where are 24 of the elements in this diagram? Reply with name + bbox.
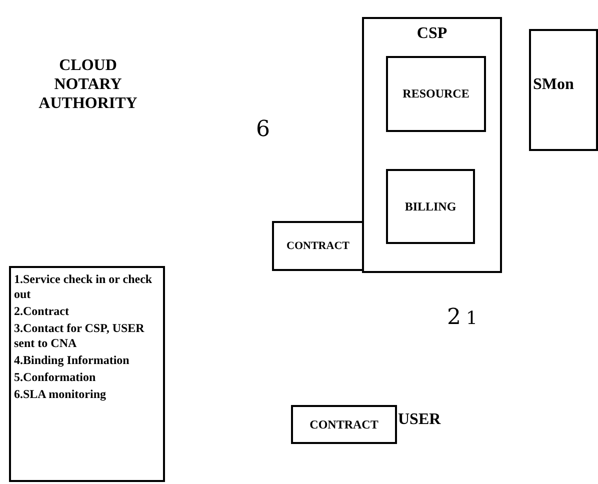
list-item: 2.Contract bbox=[14, 304, 70, 319]
box-label: CONTRACT bbox=[286, 240, 350, 252]
list-item: 5.Conformation bbox=[14, 370, 97, 385]
step-number: 1 bbox=[466, 308, 478, 329]
step-number: 2 bbox=[447, 305, 461, 330]
container-box bbox=[362, 17, 502, 273]
box-label: RESOURCE bbox=[402, 86, 470, 102]
entity-label: USER bbox=[398, 411, 441, 429]
process-box bbox=[386, 56, 486, 132]
list-item: 1.Service check in or check out bbox=[14, 272, 154, 302]
box-label: SMon bbox=[533, 76, 574, 94]
list-box bbox=[9, 266, 165, 482]
box-title: CSP bbox=[416, 25, 448, 43]
list-item: 4.Binding Information bbox=[14, 353, 130, 368]
box-label: BILLING bbox=[404, 199, 456, 214]
step-number: 6 bbox=[256, 117, 270, 142]
process-box bbox=[386, 169, 475, 244]
process-box bbox=[529, 29, 598, 151]
process-box bbox=[291, 405, 397, 444]
list-item: 6.SLA monitoring bbox=[14, 387, 108, 402]
process-box bbox=[272, 221, 364, 271]
box-label: CONTRACT bbox=[310, 417, 378, 432]
entity-label: CLOUD NOTARY AUTHORITY bbox=[38, 56, 138, 114]
list-item: 3.Contact for CSP, USER sent to CNA bbox=[14, 321, 146, 351]
